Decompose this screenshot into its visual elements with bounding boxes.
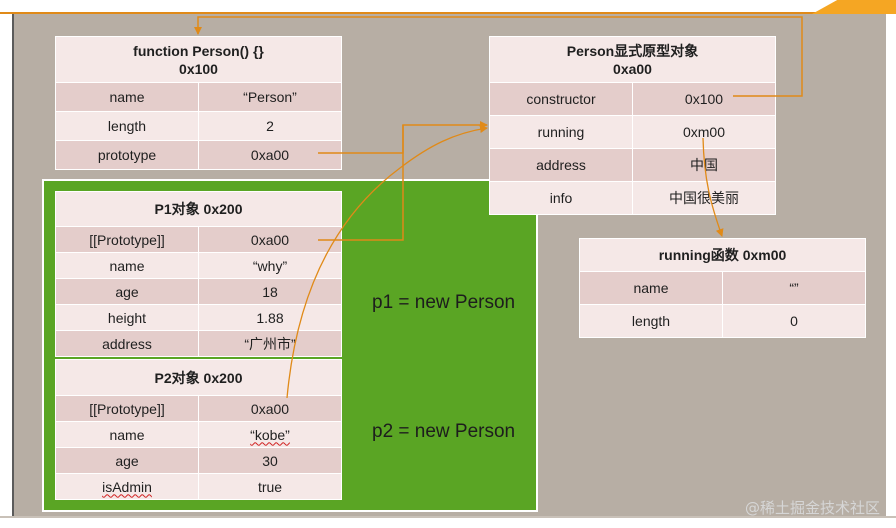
person-function-title: function Person() {} <box>133 42 264 59</box>
slide-bottom-line <box>0 516 896 518</box>
row-key-text: isAdmin <box>102 478 152 495</box>
slide-corner-decoration <box>812 0 896 14</box>
row-value: 0xm00 <box>632 115 776 149</box>
table-row: constructor 0x100 <box>489 82 776 116</box>
p1-object-header: P1对象 0x200 <box>54 191 343 227</box>
p2-object-table: P2对象 0x200 [[Prototype]] 0xa00 name “kob… <box>54 359 343 500</box>
row-value: “kobe” <box>197 421 343 448</box>
row-key: [[Prototype]] <box>55 395 199 422</box>
row-key: running <box>489 115 633 149</box>
table-row: address “广州市” <box>55 330 343 357</box>
slide-top-line <box>0 12 896 14</box>
person-prototype-address: 0xa00 <box>613 60 652 77</box>
row-key: name <box>55 252 199 279</box>
running-function-table: running函数 0xm00 name “” length 0 <box>579 238 866 338</box>
table-row: length 2 <box>55 111 343 141</box>
row-value: “why” <box>197 252 343 279</box>
table-row: name “kobe” <box>55 421 343 448</box>
running-function-header: running函数 0xm00 <box>579 238 866 272</box>
row-value-text: “kobe” <box>250 426 290 443</box>
table-row: length 0 <box>579 304 866 338</box>
row-key: address <box>55 330 199 357</box>
row-key: info <box>489 181 633 215</box>
row-value: 0xa00 <box>197 140 343 170</box>
watermark: @稀土掘金技术社区 <box>744 499 880 517</box>
table-row: height 1.88 <box>55 304 343 331</box>
row-value: 0x100 <box>632 82 776 116</box>
row-key: name <box>579 271 723 305</box>
p2-object-header: P2对象 0x200 <box>54 359 343 396</box>
row-key: length <box>579 304 723 338</box>
row-value: 中国很美丽 <box>632 181 776 215</box>
row-key: height <box>55 304 199 331</box>
p2-new-person-label: p2 = new Person <box>372 421 516 442</box>
person-function-table: function Person() {} 0x100 name “Person”… <box>54 36 343 170</box>
row-key: constructor <box>489 82 633 116</box>
table-row: [[Prototype]] 0xa00 <box>55 395 343 422</box>
p1-new-person-label: p1 = new Person <box>372 292 516 313</box>
arrow-p2-prototype-to-proto <box>286 125 488 399</box>
table-row: isAdmin true <box>55 473 343 500</box>
p2-object-title: P2对象 0x200 <box>154 369 243 386</box>
table-row: age 30 <box>55 447 343 474</box>
row-value: 0 <box>722 304 866 338</box>
row-key: isAdmin <box>55 473 199 500</box>
row-value: 2 <box>197 111 343 141</box>
table-row: running 0xm00 <box>489 115 776 149</box>
row-key: [[Prototype]] <box>55 226 199 253</box>
p1-object-table: P1对象 0x200 [[Prototype]] 0xa00 name “why… <box>54 191 343 357</box>
p1-object-title: P1对象 0x200 <box>154 201 243 217</box>
arrow-running-to-function <box>702 137 724 237</box>
table-row: name “why” <box>55 252 343 279</box>
person-prototype-title: Person显式原型对象 <box>566 42 699 59</box>
arrow-constructor-to-function <box>194 16 803 97</box>
person-prototype-header: Person显式原型对象 0xa00 <box>489 36 776 83</box>
person-function-address: 0x100 <box>179 60 218 77</box>
person-prototype-table: Person显式原型对象 0xa00 constructor 0x100 run… <box>489 36 776 215</box>
row-value: 1.88 <box>197 304 343 331</box>
row-key: address <box>489 148 633 182</box>
table-row: prototype 0xa00 <box>55 140 343 170</box>
table-row: info 中国很美丽 <box>489 181 776 215</box>
running-function-title: running函数 0xm00 <box>658 247 787 263</box>
row-value: “广州市” <box>197 330 343 357</box>
row-value: 0xa00 <box>197 395 343 422</box>
arrow-p1-prototype-to-proto <box>318 125 404 241</box>
row-value: 30 <box>197 447 343 474</box>
row-value: true <box>197 473 343 500</box>
table-row: [[Prototype]] 0xa00 <box>55 226 343 253</box>
row-key: prototype <box>55 140 199 170</box>
row-key: name <box>55 421 199 448</box>
row-key: age <box>55 278 199 305</box>
row-key: length <box>55 111 199 141</box>
